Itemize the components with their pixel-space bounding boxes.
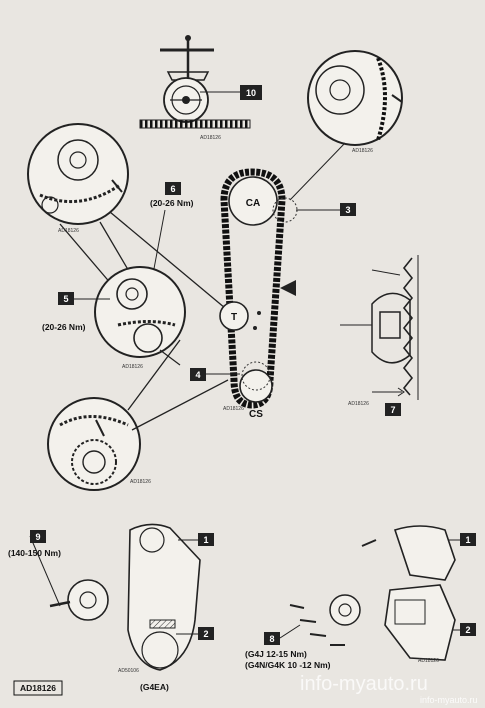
callout-3-group: 3 xyxy=(296,203,356,216)
callout-6-torque: (20-26 Nm) xyxy=(150,198,194,208)
callout-8-torque-a: (G4J 12-15 Nm) xyxy=(245,649,307,659)
belt-tooth-detail: AD18126 7 xyxy=(340,255,419,416)
callout-9-torque: (140-150 Nm) xyxy=(8,548,61,558)
callout-2-right: 2 xyxy=(465,625,470,635)
ad-code-mid-left: AD18126 xyxy=(122,364,143,370)
crankshaft-pulley-label: CS xyxy=(249,409,263,420)
watermark-main: info-myauto.ru xyxy=(300,673,428,695)
ad-code-right-detail: AD18126 xyxy=(348,401,369,407)
callout-4: 4 xyxy=(195,370,200,380)
ad-code-top-center: AD18126 xyxy=(200,135,221,141)
camshaft-pulley xyxy=(228,176,278,226)
camshaft-detail: AD18126 xyxy=(289,50,403,201)
watermark-small: info-myauto.ru xyxy=(420,695,478,705)
callout-5-torque: (20-26 Nm) xyxy=(42,322,86,332)
callout-8: 8 xyxy=(269,634,274,644)
callout-4-group: 4 xyxy=(190,368,240,381)
callout-1-left: 1 xyxy=(203,535,208,545)
callout-3: 3 xyxy=(345,205,350,215)
callout-2-left: 2 xyxy=(203,629,208,639)
callout-8-torque-b: (G4N/G4K 10 -12 Nm) xyxy=(245,660,331,670)
callout-6: 6 xyxy=(170,184,175,194)
ad-code-lower-left: AD18126 xyxy=(130,479,151,485)
tensioner-pulley xyxy=(219,301,249,331)
main-belt-layout: CA T CS AD18126 xyxy=(219,168,298,420)
ad-code-cs-detail: AD18126 xyxy=(223,406,244,412)
figure-id: AD18126 xyxy=(13,680,63,696)
crank-sprocket-detail: AD18126 xyxy=(47,339,229,491)
ad-code-front-cover-left: AD50106 xyxy=(118,668,139,674)
g4ea-cover-detail: 9 (140-150 Nm) 1 2 AD50106 (G4EA) xyxy=(8,523,214,692)
ad-code-front-cover-right: AD18126 xyxy=(418,658,439,664)
callout-5: 5 xyxy=(63,294,68,304)
callout-10: 10 xyxy=(246,88,256,98)
callout-9: 9 xyxy=(35,532,40,542)
crankshaft-pulley xyxy=(239,369,273,403)
tensioner-detail: AD18126 xyxy=(27,123,226,309)
figure-id-label: AD18126 xyxy=(20,683,56,693)
callout-5-group: 5 (20-26 Nm) xyxy=(42,292,110,332)
g4j-cover-detail: 1 2 8 (G4J 12-15 Nm) (G4N/G4K 10 -12 Nm)… xyxy=(245,525,476,670)
callout-7: 7 xyxy=(390,405,395,415)
callout-1-right: 1 xyxy=(465,535,470,545)
ad-code-upper-left: AD18126 xyxy=(58,228,79,234)
crank-holder-detail: 10 AD18126 xyxy=(139,35,262,141)
callout-10-box xyxy=(240,85,262,100)
rotation-arrow-icon xyxy=(280,280,296,296)
ad-code-top-right: AD18126 xyxy=(352,148,373,154)
tensioner-assembly: AD18126 xyxy=(94,266,186,370)
camshaft-pulley-label: CA xyxy=(246,198,260,209)
tensioner-pulley-label: T xyxy=(231,312,237,323)
g4ea-caption: (G4EA) xyxy=(140,682,169,692)
